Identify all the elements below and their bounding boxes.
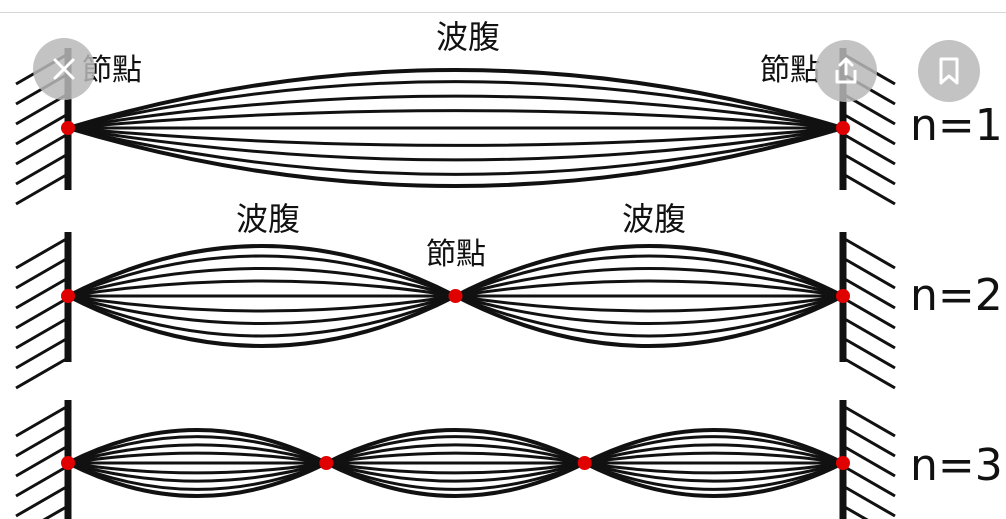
string-curve (456, 256, 844, 296)
node-dot (836, 456, 850, 470)
string-curve (68, 296, 456, 336)
harmonic-label-n1: n=1 (910, 100, 1003, 151)
harmonic-label-n3: n=3 (910, 440, 1003, 491)
string-envelopes (68, 70, 843, 496)
antinode-label-row2-right: 波腹 (622, 200, 686, 238)
node-dot (61, 289, 75, 303)
node-dot (449, 289, 463, 303)
antinode-label-row2-left: 波腹 (236, 200, 300, 238)
close-button[interactable] (33, 38, 95, 100)
node-dot (836, 121, 850, 135)
bookmark-button[interactable] (918, 40, 980, 102)
share-button[interactable] (815, 40, 877, 102)
string-curve (68, 82, 843, 128)
bookmark-icon (937, 56, 961, 86)
close-icon (51, 56, 77, 82)
node-dot (578, 456, 592, 470)
node-label-row1-right: 節點 (760, 53, 820, 88)
string-curve (68, 128, 843, 174)
string-curve (456, 296, 844, 336)
node-dot (61, 456, 75, 470)
string-curve (68, 256, 456, 296)
node-dot (319, 456, 333, 470)
antinode-label-row1: 波腹 (436, 18, 500, 56)
share-icon (832, 56, 860, 86)
node-dot (836, 289, 850, 303)
node-dot (61, 121, 75, 135)
harmonic-label-n2: n=2 (910, 270, 1003, 321)
node-label-row2-middle: 節點 (426, 237, 486, 272)
